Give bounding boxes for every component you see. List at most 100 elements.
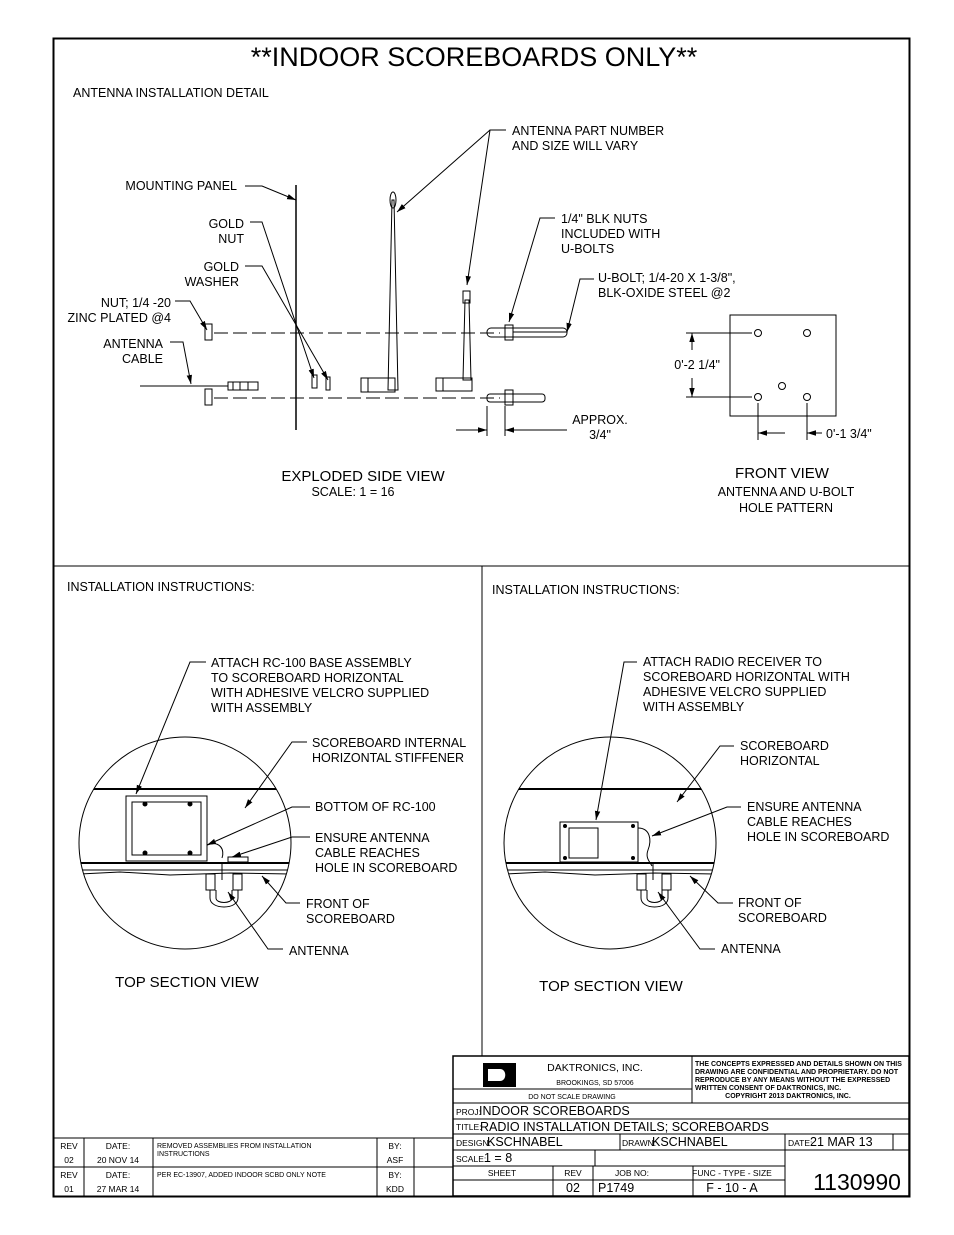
u-bolt-lower <box>487 394 545 402</box>
right-horizontal-1: SCOREBOARD <box>740 739 829 753</box>
antenna-large <box>388 200 398 390</box>
rev-row1-date-label: DATE: <box>106 1141 130 1151</box>
daktronics-logo <box>474 1063 516 1087</box>
company-name: DAKTRONICS, INC. <box>547 1062 643 1074</box>
revision-row-2: REV 01 DATE: 27 MAR 14 PER EC-13907, ADD… <box>60 1170 404 1194</box>
label-nut-zinc-1: NUT; 1/4 -20 <box>101 296 171 310</box>
left-antenna: ANTENNA <box>289 944 349 958</box>
label-gold-washer-1: GOLD <box>204 260 239 274</box>
rev-row2-by-label: BY: <box>388 1170 401 1180</box>
rev-row1-date: 20 NOV 14 <box>97 1155 139 1165</box>
rev-row2-by: KDD <box>386 1184 404 1194</box>
right-labels: ATTACH RADIO RECEIVER TO SCOREBOARD HORI… <box>539 655 889 995</box>
confidential-3: REPRODUCE BY ANY MEANS WITHOUT THE EXPRE… <box>695 1077 890 1084</box>
right-front-1: FRONT OF <box>738 896 802 910</box>
design-label: DESIGN: <box>456 1138 491 1148</box>
right-attach-3: ADHESIVE VELCRO SUPPLIED <box>643 685 826 699</box>
func-value: F - 10 - A <box>706 1181 758 1195</box>
rc100-base <box>126 796 207 861</box>
label-mounting-panel: MOUNTING PANEL <box>125 179 237 193</box>
label-blk-nuts-2: INCLUDED WITH <box>561 227 660 241</box>
front-view-sub-2: HOLE PATTERN <box>739 501 833 515</box>
job-label: JOB NO: <box>615 1168 649 1178</box>
rev-value: 02 <box>566 1181 580 1195</box>
right-instructions-header: INSTALLATION INSTRUCTIONS: <box>492 583 680 597</box>
section-title-antenna: ANTENNA INSTALLATION DETAIL <box>73 86 269 100</box>
rev-row1-desc-1: REMOVED ASSEMBLIES FROM INSTALLATION <box>157 1143 312 1150</box>
rev-row1-rev: 02 <box>64 1155 74 1165</box>
right-attach-2: SCOREBOARD HORIZONTAL WITH <box>643 670 850 684</box>
right-ensure-1: ENSURE ANTENNA <box>747 800 862 814</box>
label-ubolt-1: U-BOLT; 1/4-20 X 1-3/8", <box>598 271 736 285</box>
job-value: P1749 <box>598 1181 634 1195</box>
rev-row2-desc-1: PER EC-13907, ADDED INDOOR SCBD ONLY NOT… <box>157 1172 326 1179</box>
confidential-5: COPYRIGHT 2013 DAKTRONICS, INC. <box>725 1093 851 1100</box>
design-value: KSCHNABEL <box>487 1135 563 1149</box>
label-approx-1: APPROX. <box>572 413 628 427</box>
left-front-1: FRONT OF <box>306 897 370 911</box>
left-attach-2: TO SCOREBOARD HORIZONTAL <box>211 671 404 685</box>
page-title: **INDOOR SCOREBOARDS ONLY** <box>251 42 698 72</box>
front-view-title: FRONT VIEW <box>735 465 830 482</box>
rev-row2-rev: 01 <box>64 1184 74 1194</box>
left-ensure-2: CABLE REACHES <box>315 846 420 860</box>
label-blk-nuts-1: 1/4" BLK NUTS <box>561 212 647 226</box>
left-leaders <box>136 662 310 949</box>
left-stiffener-2: HORIZONTAL STIFFENER <box>312 751 464 765</box>
exploded-view-scale: SCALE: 1 = 16 <box>311 485 394 499</box>
left-bottom: BOTTOM OF RC-100 <box>315 800 436 814</box>
left-instructions-header: INSTALLATION INSTRUCTIONS: <box>67 580 255 594</box>
func-label: FUNC - TYPE - SIZE <box>692 1168 772 1178</box>
no-scale-note: DO NOT SCALE DRAWING <box>528 1094 616 1101</box>
date-label: DATE: <box>788 1138 812 1148</box>
front-view-sub-1: ANTENNA AND U-BOLT <box>718 485 855 499</box>
company-city: BROOKINGS, SD 57006 <box>556 1080 634 1087</box>
left-attach-4: WITH ASSEMBLY <box>211 701 313 715</box>
antenna-small <box>463 300 471 380</box>
left-attach-1: ATTACH RC-100 BASE ASSEMBLY <box>211 656 412 670</box>
left-labels: ATTACH RC-100 BASE ASSEMBLY TO SCOREBOAR… <box>115 656 466 991</box>
radio-receiver <box>560 822 638 862</box>
front-view-labels: 0'-2 1/4" 0'-1 3/4" FRONT VIEW ANTENNA A… <box>674 358 872 515</box>
exploded-leaders <box>170 130 594 384</box>
label-gold-nut-1: GOLD <box>209 217 244 231</box>
label-antenna-part-1: ANTENNA PART NUMBER <box>512 124 664 138</box>
right-front-2: SCOREBOARD <box>738 911 827 925</box>
title-label: TITLE: <box>456 1122 482 1132</box>
gold-nut <box>312 375 317 388</box>
confidential-2: DRAWING ARE CONFIDENTIAL AND PROPRIETARY… <box>695 1069 899 1076</box>
label-nut-zinc-2: ZINC PLATED @4 <box>68 311 171 325</box>
nut-left-upper <box>205 324 212 340</box>
title-block-text: DAKTRONICS, INC. BROOKINGS, SD 57006 DO … <box>456 1061 902 1195</box>
label-approx-2: 3/4" <box>589 428 611 442</box>
exploded-labels: ANTENNA PART NUMBER AND SIZE WILL VARY M… <box>68 124 736 499</box>
left-front-2: SCOREBOARD <box>306 912 395 926</box>
label-antenna-part-2: AND SIZE WILL VARY <box>512 139 639 153</box>
label-blk-nuts-3: U-BOLTS <box>561 242 614 256</box>
rev-row2-date-label: DATE: <box>106 1170 130 1180</box>
right-ensure-3: HOLE IN SCOREBOARD <box>747 830 889 844</box>
rev-row1-by-label: BY: <box>388 1141 401 1151</box>
right-view-title: TOP SECTION VIEW <box>539 978 683 995</box>
rev-row1-rev-label: REV <box>60 1141 78 1151</box>
left-attach-3: WITH ADHESIVE VELCRO SUPPLIED <box>211 686 429 700</box>
nut-left-lower <box>205 389 212 405</box>
right-leaders <box>594 662 741 949</box>
sheet-border <box>54 39 910 1197</box>
label-dim-horizontal: 0'-1 3/4" <box>826 427 872 441</box>
drawing-number: 1130990 <box>813 1169 901 1195</box>
right-ensure-2: CABLE REACHES <box>747 815 852 829</box>
right-attach-1: ATTACH RADIO RECEIVER TO <box>643 655 822 669</box>
rev-row2-date: 27 MAR 14 <box>97 1184 140 1194</box>
rev-row2-rev-label: REV <box>60 1170 78 1180</box>
label-ubolt-2: BLK-OXIDE STEEL @2 <box>598 286 730 300</box>
label-gold-nut-2: NUT <box>218 232 244 246</box>
revision-row-1: REV 02 DATE: 20 NOV 14 REMOVED ASSEMBLIE… <box>60 1141 403 1165</box>
scale-label: SCALE: <box>456 1154 486 1164</box>
right-horizontal-2: HORIZONTAL <box>740 754 820 768</box>
gold-washer <box>326 377 330 390</box>
date-value: 21 MAR 13 <box>810 1135 873 1149</box>
right-attach-4: WITH ASSEMBLY <box>643 700 745 714</box>
exploded-view-title: EXPLODED SIDE VIEW <box>281 468 445 485</box>
